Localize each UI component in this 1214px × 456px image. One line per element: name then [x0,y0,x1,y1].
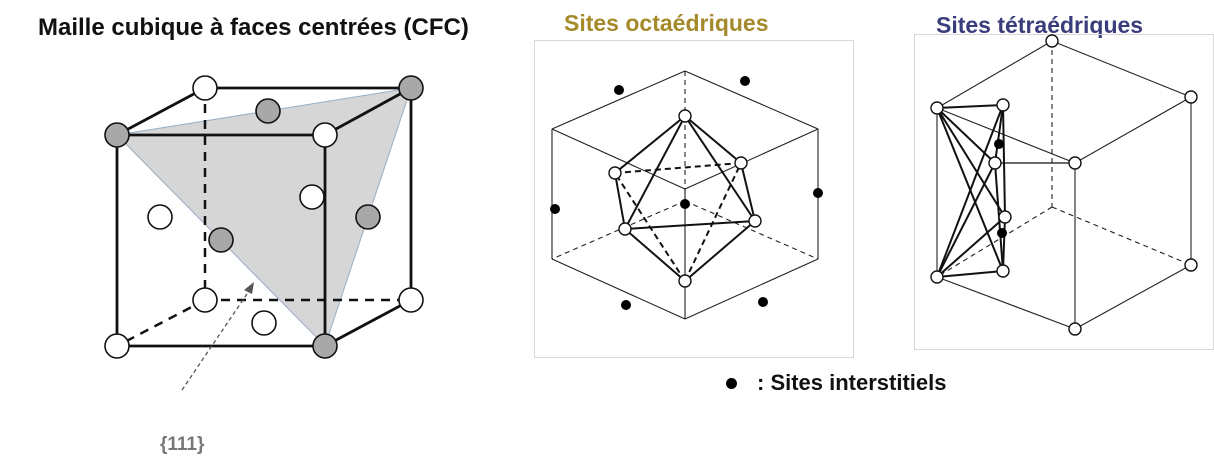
tetrahedral-svg [930,34,1198,336]
corner-atom-shaded [398,75,424,101]
octahedral-svg [550,70,823,320]
tetrahedra [936,104,1075,278]
octa-interstitial-sites [550,76,823,310]
tetrahedral-sites-diagram [914,34,1214,350]
corner-atom [312,122,338,148]
legend-text: : Sites interstitiels [757,370,947,395]
hidden-edges [116,88,411,348]
fcc-cell-svg [104,75,424,391]
legend: : Sites interstitiels [726,370,947,396]
face-atom-bottom [251,310,277,336]
corner-atom [398,287,424,313]
octa-cube-edges [551,70,819,320]
octahedral-title: Sites octaédriques [564,10,769,36]
tetra-interstitial-sites [994,139,1007,238]
face-atom-right [355,204,381,230]
corner-atom [192,287,218,313]
octahedral-sites-diagram [534,40,854,358]
face-atom-back [299,184,325,210]
fcc-title: Maille cubique à faces centrées (CFC) [38,14,469,41]
octahedron [614,115,756,282]
corner-atom-shaded [104,122,130,148]
corner-atom [192,75,218,101]
plane-111-label: {111} [160,434,205,455]
fcc-atoms [104,75,424,359]
tetra-cube-edges [936,40,1192,330]
tetra-atoms [930,34,1198,336]
face-atom-left [147,204,173,230]
plane-arrow [181,282,254,391]
interstitial-site-marker-icon [726,377,737,389]
face-atom-top [255,98,281,124]
cube-edges [115,86,413,348]
corner-atom [104,333,130,359]
face-atom-front [208,227,234,253]
fcc-cell-diagram: {111} [4,40,490,455]
corner-atom-shaded [312,333,338,359]
tetrahedral-title: Sites tétraédriques [936,12,1144,38]
octa-atoms [608,109,762,288]
